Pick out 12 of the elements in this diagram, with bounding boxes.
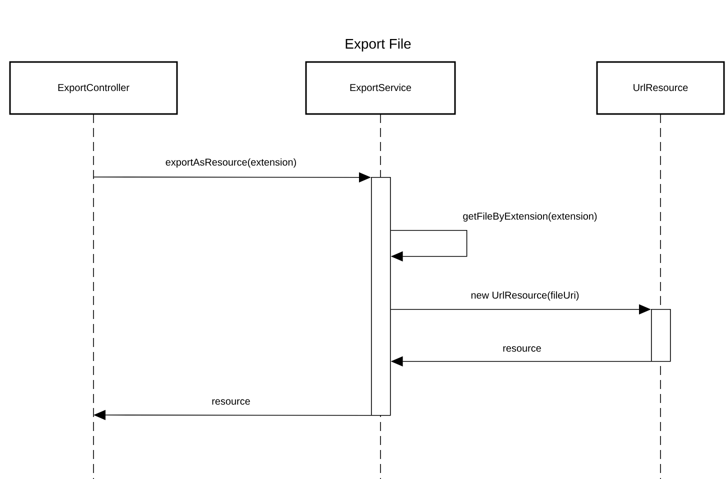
- participant-box: ExportService: [305, 61, 456, 115]
- edge-label: exportAsResource(extension): [164, 157, 298, 169]
- edge-label: new UrlResource(fileUri): [470, 290, 580, 302]
- participant-box: ExportController: [9, 61, 178, 115]
- activation-bar: [651, 309, 671, 362]
- title: Export File: [346, 38, 411, 52]
- activation-bar: [371, 177, 391, 416]
- edge-label: resource: [502, 345, 542, 353]
- edge-label: resource: [210, 398, 252, 406]
- participant-box: UrlResource: [596, 61, 725, 115]
- message-arrow: [390, 230, 468, 262]
- edge-label: getFileByExtension(extension): [462, 211, 598, 223]
